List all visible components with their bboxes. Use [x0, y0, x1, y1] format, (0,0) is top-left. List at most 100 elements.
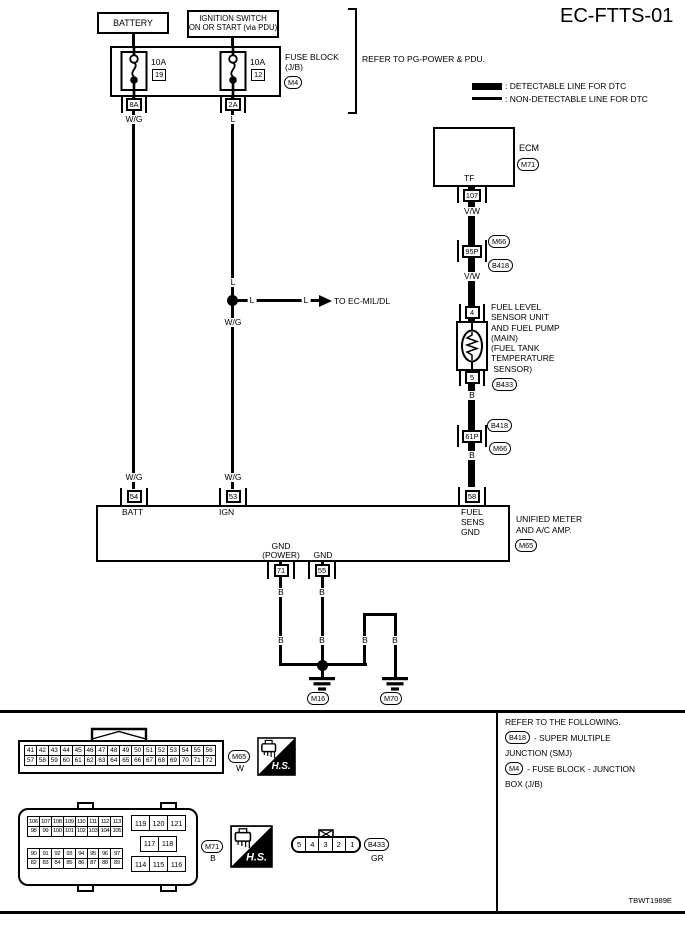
ignition-label-line2: ON OR START (via PDU)	[188, 23, 278, 32]
connector-ref-m16: M16	[307, 692, 330, 705]
pin-cell: 114	[131, 856, 151, 872]
hs-icon-m65: H.S.	[257, 737, 296, 776]
wire-gnd-71	[279, 562, 282, 666]
fuse1-number-box: 19	[152, 69, 167, 81]
pin-cell: 2	[332, 838, 346, 851]
meter-terminal-ign: IGN	[219, 507, 235, 517]
footer-smj-line: JUNCTION (SMJ)	[505, 748, 572, 758]
connector-ref-m65-view: M65	[228, 750, 251, 763]
m65-connector-tab	[90, 727, 148, 741]
connector-ref-m4-footer: M4	[505, 762, 524, 775]
pin-71: 71	[267, 562, 295, 579]
wire-color-b-61p: B	[467, 450, 477, 461]
connector-ref-b418-footer: B418	[505, 731, 531, 744]
wire-battery-to-fuse	[132, 34, 135, 47]
pin-cell: 105	[110, 825, 124, 837]
connector-ref-m66-61p: M66	[489, 442, 512, 455]
pin-4-number: 4	[464, 306, 480, 319]
pin-2a-number: 2A	[225, 98, 241, 111]
wire-gnd-bridge-top	[363, 613, 397, 616]
page-title: EC-FTTS-01	[560, 5, 674, 27]
pin-cell: 117	[140, 835, 160, 852]
pin-cell: 116	[167, 856, 187, 872]
thermistor-icon	[456, 321, 488, 371]
hs-label-m71: H.S.	[246, 851, 267, 863]
meter-name-line2: AND A/C AMP.	[516, 525, 572, 535]
wire-color-wg-mid: W/G	[222, 317, 244, 328]
footer-m4-row: M4 - FUSE BLOCK - JUNCTION	[505, 762, 683, 775]
hs-icon-m71: H.S.	[230, 825, 273, 868]
pin-61p: 61P	[457, 425, 487, 447]
fuse-block-bracket	[348, 8, 357, 114]
branch-wire-color-l-1: L	[247, 295, 257, 306]
wire-color-b-gnd1: B	[276, 587, 286, 598]
pin-53: 53	[219, 488, 247, 505]
unified-meter-box	[96, 505, 510, 562]
pin-cell: 121	[167, 815, 187, 831]
text-line: SENS	[461, 517, 485, 527]
m65-connector-color: W	[235, 763, 245, 773]
branch-wire-color-l-2: L	[301, 295, 311, 306]
pin-58-number: 58	[464, 489, 480, 503]
page-bottom-rule	[0, 911, 685, 914]
connector-ref-m70: M70	[380, 692, 403, 705]
ground-icon-m16	[309, 677, 335, 691]
pin-cell: 3	[319, 838, 333, 851]
wire-color-b-gnd6: B	[390, 635, 400, 646]
drawing-code: TBWT1989E	[628, 896, 672, 905]
pin-55: 55	[308, 562, 336, 579]
wire-color-b-gnd2: B	[317, 587, 327, 598]
hs-label-m65: H.S.	[272, 761, 291, 772]
meter-name-line1: UNIFIED METER	[516, 514, 583, 524]
text-line: GND	[461, 527, 480, 537]
meter-terminal-gnd-power-line1: GND	[271, 541, 291, 551]
pin-cell: 5	[293, 838, 307, 851]
ignition-switch-box: IGNITION SWITCH ON OR START (via PDU)	[187, 10, 279, 38]
fuse-block-box	[110, 46, 281, 97]
ignition-label-line1: IGNITION SWITCH	[199, 14, 267, 24]
ecm-box	[433, 127, 515, 187]
pin-cell: 120	[149, 815, 169, 831]
text-line: FUEL LEVEL	[491, 302, 542, 312]
wire-color-wg-bottom-mid: W/G	[222, 472, 244, 483]
text-line: (FUEL TANK	[491, 343, 540, 354]
fuse1-amp-label: 10A	[151, 57, 167, 67]
fuse2-amp-label: 10A	[250, 57, 266, 67]
pin-95p: 95P	[457, 240, 487, 262]
wire-color-l-mid: L	[228, 277, 238, 288]
wire-color-l-top: L	[228, 114, 238, 125]
pin-2a: 2A	[220, 96, 246, 113]
m71-connector-color: B	[210, 853, 216, 863]
pin-4: 4	[459, 304, 485, 321]
text-line: TEMPERATURE	[491, 353, 555, 364]
ecm-label: ECM	[519, 143, 539, 153]
connector-ref-m71-view: M71	[201, 840, 224, 853]
ecm-pin-name-tf: TF	[464, 173, 475, 183]
fuse-block-name-line1: FUSE BLOCK	[285, 52, 339, 62]
wire-color-vw-2: V/W	[461, 271, 483, 282]
connector-ref-b433-view: B433	[364, 838, 390, 851]
wire-wg-batt	[132, 97, 135, 489]
battery-box: BATTERY	[97, 12, 169, 34]
wire-gnd-bridge-right-leg	[394, 613, 397, 680]
pin-cell: 89	[110, 857, 124, 869]
pin-cell: 119	[131, 815, 151, 831]
wire-color-b-gnd3: B	[276, 635, 286, 646]
branch-arrow-icon	[319, 295, 332, 307]
pin-54-number: 54	[126, 490, 142, 503]
junction-dot	[227, 295, 238, 306]
connector-ref-m4: M4	[284, 76, 303, 89]
connector-ref-b433-sensor: B433	[492, 378, 518, 391]
fuse2-icon	[219, 46, 247, 98]
legend-non-detectable-label: : NON-DETECTABLE LINE FOR DTC	[505, 94, 648, 104]
pin-cell: 115	[149, 856, 169, 872]
